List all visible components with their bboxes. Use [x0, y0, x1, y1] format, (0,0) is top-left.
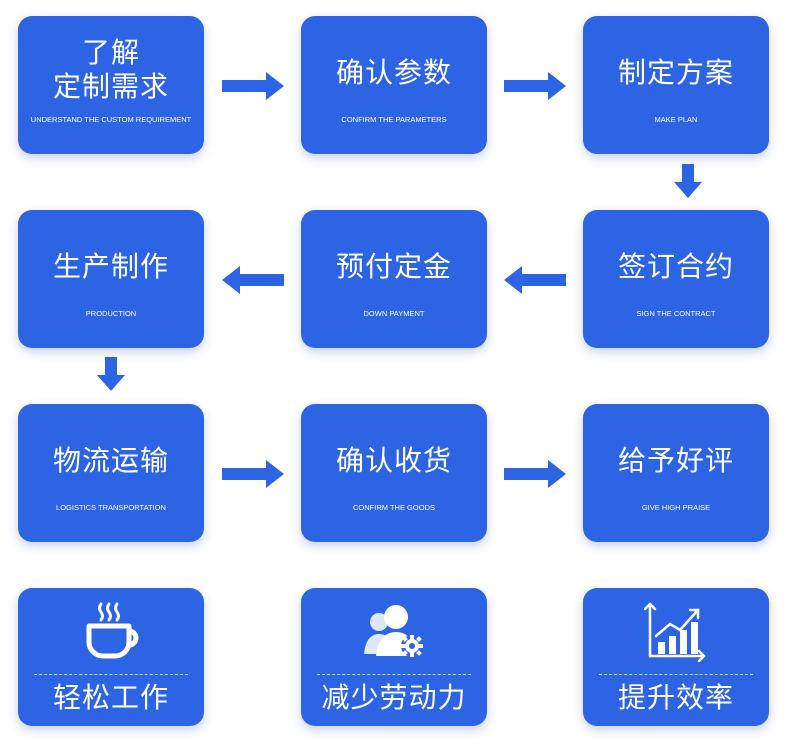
step-give-praise: 给予好评 GIVE HIGH PRAISE [583, 404, 769, 542]
step-subtitle: PRODUCTION [85, 309, 137, 318]
divider [599, 674, 753, 675]
arrow-down-icon [97, 357, 125, 391]
step-subtitle: CONFIRM THE GOODS [353, 503, 435, 512]
arrow-down-icon [674, 164, 702, 198]
feature-label: 轻松工作 [52, 681, 169, 714]
step-production: 生产制作 PRODUCTION [18, 210, 204, 348]
step-subtitle: UNDERSTAND THE CUSTOM REQUIREMENT [30, 115, 192, 124]
arrow-right-icon [222, 72, 284, 100]
step-title: 制定方案 [617, 56, 734, 89]
arrow-right-icon [504, 460, 566, 488]
step-title: 给予好评 [617, 444, 734, 477]
step-subtitle: SIGN THE CONTRACT [636, 309, 716, 318]
arrow-right-icon [222, 460, 284, 488]
step-subtitle: LOGISTICS TRANSPORTATION [56, 503, 166, 512]
step-subtitle: GIVE HIGH PRAISE [641, 503, 711, 512]
feature-easy-work: 轻松工作 [18, 588, 204, 726]
step-understand-requirement: 了解 定制需求 UNDERSTAND THE CUSTOM REQUIREMEN… [18, 16, 204, 154]
growth-chart-icon [644, 602, 706, 662]
step-subtitle: MAKE PLAN [654, 115, 698, 124]
step-title: 确认参数 [335, 56, 452, 89]
step-title: 物流运输 [52, 444, 169, 477]
step-subtitle: DOWN PAYMENT [363, 309, 425, 318]
step-subtitle: CONFIRM THE PARAMETERS [341, 115, 447, 124]
step-confirm-goods: 确认收货 CONFIRM THE GOODS [301, 404, 487, 542]
feature-reduce-labor: 减少劳动力 [301, 588, 487, 726]
step-title: 确认收货 [335, 444, 452, 477]
step-sign-contract: 签订合约 SIGN THE CONTRACT [583, 210, 769, 348]
divider [317, 674, 471, 675]
arrow-right-icon [504, 72, 566, 100]
divider [34, 674, 188, 675]
step-title: 签订合约 [617, 250, 734, 283]
step-title: 预付定金 [335, 250, 452, 283]
coffee-cup-icon [86, 602, 139, 659]
step-logistics: 物流运输 LOGISTICS TRANSPORTATION [18, 404, 204, 542]
user-gear-icon [364, 605, 423, 657]
step-title: 了解 定制需求 [52, 36, 169, 103]
step-confirm-parameters: 确认参数 CONFIRM THE PARAMETERS [301, 16, 487, 154]
arrow-left-icon [504, 266, 566, 294]
feature-label: 减少劳动力 [321, 681, 467, 714]
feature-label: 提升效率 [617, 681, 734, 714]
arrow-left-icon [222, 266, 284, 294]
step-down-payment: 预付定金 DOWN PAYMENT [301, 210, 487, 348]
step-title: 生产制作 [52, 250, 169, 283]
feature-improve-efficiency: 提升效率 [583, 588, 769, 726]
step-make-plan: 制定方案 MAKE PLAN [583, 16, 769, 154]
